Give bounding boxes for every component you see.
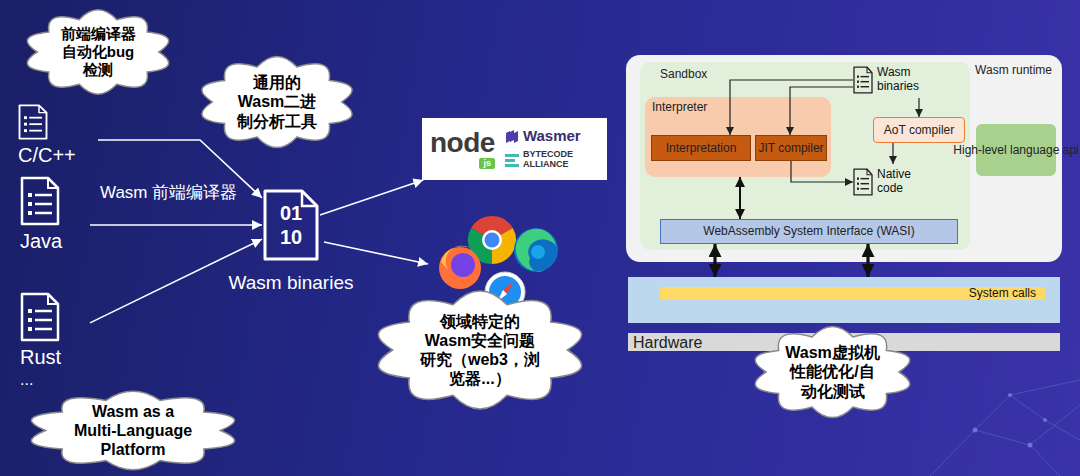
file-text: Native code <box>877 168 929 196</box>
node-logo: nodejs <box>430 129 495 170</box>
document-icon <box>18 104 48 140</box>
wasmer-row: Wasmer <box>505 128 585 145</box>
connector <box>791 161 853 182</box>
source-file: Java <box>20 176 90 252</box>
js-badge: js <box>479 158 495 170</box>
cloud-text: 通用的 Wasm二进 制分析工具 <box>232 73 322 131</box>
wasmer-wordmark: Wasmer <box>523 128 581 145</box>
layer-text: System calls <box>969 286 1036 300</box>
ellipsis: ... <box>20 372 33 388</box>
document-icon <box>853 66 873 94</box>
box-text: AoT compiler <box>884 123 954 137</box>
idea-cloud: Wasm as a Multi-Language Platform <box>18 384 248 476</box>
idea-cloud: 领域特定的 Wasm安全问题 研究（web3，浏 览器...） <box>365 280 595 420</box>
process-box: Interpretation <box>651 135 751 161</box>
cloud-center: 通用的 Wasm二进 制分析工具 <box>192 48 362 156</box>
idea-cloud: 前端编译器 自动化bug 检测 <box>18 2 178 102</box>
container-panel: Wasm runtime SandboxInterpreterInterpreta… <box>626 55 1062 262</box>
cloud-text: 前端编译器 自动化bug 检测 <box>56 25 140 79</box>
connector <box>713 244 716 277</box>
bytecode-wordmark: BYTECODE ALLIANCE <box>523 150 585 170</box>
document-icon <box>20 292 60 342</box>
cloud-text: 领域特定的 Wasm安全问题 研究（web3，浏 览器...） <box>418 312 542 389</box>
file-item: Wasm binaries <box>853 62 933 98</box>
connector <box>918 98 919 117</box>
box-text: Interpretation <box>666 141 737 155</box>
cloud-text: Wasm虚拟机 性能优化/自 动化测试 <box>784 343 882 401</box>
idea-cloud: 通用的 Wasm二进 制分析工具 <box>192 48 362 156</box>
bytecode-icon <box>505 153 519 167</box>
cloud-center: 领域特定的 Wasm安全问题 研究（web3，浏 览器...） <box>365 280 595 420</box>
connector <box>98 140 262 198</box>
connector <box>790 87 853 135</box>
container-panel: SandboxInterpreterInterpretation JIT comp… <box>640 62 970 250</box>
idea-cloud: Wasm虚拟机 性能优化/自 动化测试 <box>745 318 920 426</box>
system-layer: System calls <box>628 277 1060 323</box>
language-name: C/C++ <box>18 144 76 166</box>
process-box: High-level language api <box>976 124 1056 176</box>
cloud-center: Wasm as a Multi-Language Platform <box>18 384 248 476</box>
connector <box>892 143 893 164</box>
panel-title: Wasm runtime <box>975 63 1052 77</box>
box-text: WebAssembly System Interface (WASI) <box>703 224 914 238</box>
binary-file: 01 10Wasm binaries <box>262 188 320 262</box>
firefox-icon <box>439 246 481 289</box>
source-file: C/C++ <box>18 104 98 166</box>
file-item: Native code <box>853 164 933 200</box>
language-name: Rust <box>20 346 61 368</box>
cloud-outline <box>365 280 595 420</box>
language-name: Java <box>20 230 62 252</box>
runtime-logos: nodejsWasmerBYTECODE ALLIANCE <box>422 118 607 180</box>
panel-title: Sandbox <box>660 67 707 81</box>
process-box: AoT compiler <box>873 117 965 143</box>
logo-column: WasmerBYTECODE ALLIANCE <box>505 128 585 169</box>
document-icon <box>20 176 60 226</box>
cloud-center: Wasm虚拟机 性能优化/自 动化测试 <box>745 318 920 426</box>
arrow-to-browsers <box>324 242 428 264</box>
process-box: JIT compiler <box>755 135 827 161</box>
bytecode-row: BYTECODE ALLIANCE <box>505 150 585 170</box>
file-label: Wasm binaries <box>229 272 354 295</box>
wasmer-icon <box>505 130 519 144</box>
panel-title: Interpreter <box>652 100 707 114</box>
source-file: Rust... <box>20 292 90 388</box>
box-text: High-level language api <box>953 143 1078 157</box>
container-panel: InterpreterInterpretation JIT compiler <box>645 97 831 177</box>
annotation-label: Wasm 前端编译器 <box>100 184 237 203</box>
connector <box>739 177 741 219</box>
file-text: Wasm binaries <box>877 66 929 94</box>
cloud-text: Wasm as a Multi-Language Platform <box>70 402 196 460</box>
connector <box>866 244 869 277</box>
connector <box>320 180 423 215</box>
box-text: JIT compiler <box>758 141 823 155</box>
edge-icon <box>514 228 558 272</box>
node-wordmark: node <box>430 129 495 157</box>
connector <box>730 80 853 135</box>
connector <box>90 239 262 323</box>
cloud-center: 前端编译器 自动化bug 检测 <box>18 2 178 102</box>
process-box: WebAssembly System Interface (WASI) <box>660 219 958 244</box>
connector <box>90 224 262 226</box>
binary-digits: 01 10 <box>278 201 304 249</box>
document-icon <box>853 168 873 196</box>
network-decoration <box>930 380 1080 476</box>
file-outline <box>262 188 320 262</box>
